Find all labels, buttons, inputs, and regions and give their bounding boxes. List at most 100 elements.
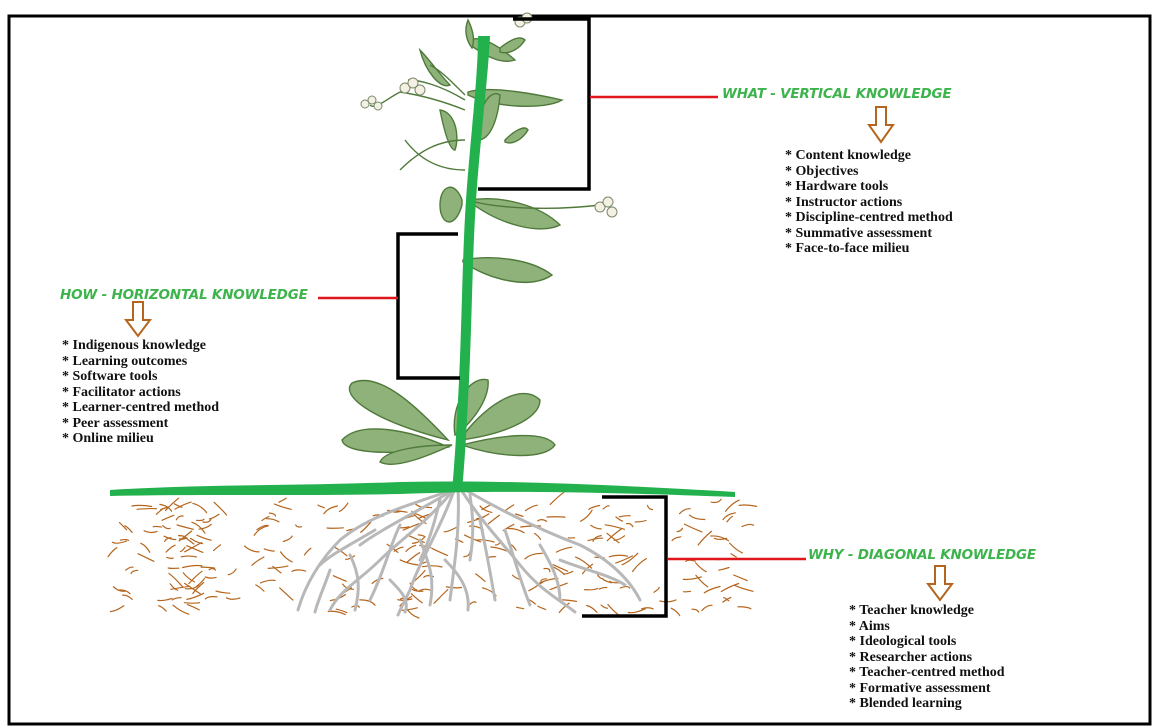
soil-mark	[132, 505, 152, 506]
soil-mark	[187, 593, 204, 599]
how-list: * Indigenous knowledge * Learning outcom…	[62, 338, 219, 447]
soil-mark	[304, 548, 311, 555]
soil-mark	[648, 506, 653, 510]
soil-mark	[727, 516, 733, 521]
soil-mark	[635, 521, 646, 523]
list-item: * Content knowledge	[785, 148, 953, 164]
soil-mark	[563, 600, 577, 602]
soil-mark	[167, 557, 173, 558]
soil-mark	[470, 602, 476, 604]
list-item: * Summative assessment	[785, 226, 953, 242]
list-item: * Aims	[849, 619, 1005, 635]
soil-mark	[177, 525, 193, 529]
soil-mark	[628, 609, 645, 613]
list-item: * Facilitator actions	[62, 385, 219, 401]
soil-mark	[183, 573, 194, 582]
soil-mark	[654, 587, 659, 592]
soil-mark	[279, 498, 286, 502]
soil-mark	[680, 509, 691, 514]
soil-mark	[183, 565, 202, 567]
soil-mark	[556, 547, 571, 552]
soil-mark	[609, 555, 627, 556]
soil-mark	[328, 611, 345, 614]
soil-mark	[418, 535, 425, 537]
soil-mark	[619, 516, 630, 517]
how-bracket	[398, 234, 460, 378]
soil-mark	[123, 595, 132, 599]
soil-mark	[538, 606, 546, 609]
soil-mark	[333, 576, 346, 582]
soil-mark	[627, 524, 633, 527]
soil-mark	[588, 538, 603, 540]
soil-mark	[719, 568, 729, 571]
soil-mark	[159, 606, 167, 611]
soil-mark	[488, 557, 496, 558]
why-bracket	[582, 497, 666, 616]
stem-leaves	[420, 20, 562, 282]
list-item: * Learner-centred method	[62, 400, 219, 416]
soil-mark	[589, 506, 600, 510]
soil-mark	[197, 535, 211, 540]
soil-mark	[407, 553, 419, 562]
soil-mark	[209, 569, 215, 571]
soil-mark	[165, 538, 171, 542]
soil-mark	[581, 510, 593, 521]
soil-mark	[684, 591, 691, 592]
soil-mark	[126, 567, 133, 570]
soil-mark	[187, 605, 199, 610]
soil-mark	[184, 603, 199, 604]
soil-mark	[738, 607, 751, 609]
list-item: * Software tools	[62, 369, 219, 385]
soil-mark	[144, 531, 157, 533]
soil-mark	[696, 563, 707, 572]
soil-mark	[616, 517, 623, 521]
soil-mark	[131, 570, 138, 573]
down-arrow-icon	[928, 566, 952, 600]
soil-mark	[671, 608, 680, 615]
soil-mark	[153, 526, 161, 527]
soil-mark	[256, 585, 264, 591]
soil-mark	[711, 499, 721, 502]
soil-mark	[141, 543, 150, 552]
soil-mark	[684, 524, 701, 532]
soil-mark	[197, 519, 205, 520]
ground-line	[110, 481, 735, 497]
soil-mark	[591, 525, 601, 529]
why-heading: WHY - DIAGONAL KNOWLEDGE	[808, 547, 1036, 563]
soil-mark	[672, 537, 681, 541]
soil-mark	[704, 587, 720, 593]
soil-mark	[172, 598, 181, 600]
soil-mark	[260, 580, 275, 583]
soil-mark	[252, 557, 264, 565]
how-heading: HOW - HORIZONTAL KNOWLEDGE	[60, 287, 308, 303]
soil-mark	[110, 606, 124, 612]
soil-mark	[227, 598, 240, 599]
what-heading: WHAT - VERTICAL KNOWLEDGE	[722, 86, 951, 102]
why-list: * Teacher knowledge * Aims * Ideological…	[849, 603, 1005, 712]
soil-mark	[434, 590, 448, 604]
soil-mark	[446, 587, 461, 588]
soil-mark	[601, 605, 607, 608]
list-item: * Blended learning	[849, 696, 1005, 712]
soil-mark	[138, 554, 154, 562]
soil-mark	[108, 548, 117, 557]
soil-mark	[489, 515, 500, 523]
soil-mark	[274, 504, 291, 509]
soil-mark	[726, 500, 740, 511]
soil-mark	[281, 552, 293, 562]
soil-mark	[193, 503, 207, 512]
soil-mark	[176, 516, 183, 520]
soil-mark	[525, 553, 543, 559]
soil-mark	[267, 519, 279, 522]
soil-mark	[137, 509, 156, 510]
soil-mark	[698, 531, 711, 545]
list-item: * Online milieu	[62, 431, 219, 447]
soil-mark	[324, 506, 338, 514]
soil-mark	[181, 547, 186, 551]
soil-mark	[214, 545, 221, 551]
rosette-leaves	[342, 379, 555, 464]
list-item: * Discipline-centred method	[785, 210, 953, 226]
soil-mark	[587, 606, 597, 613]
down-arrow-icon	[869, 107, 893, 142]
soil-mark	[517, 607, 524, 609]
